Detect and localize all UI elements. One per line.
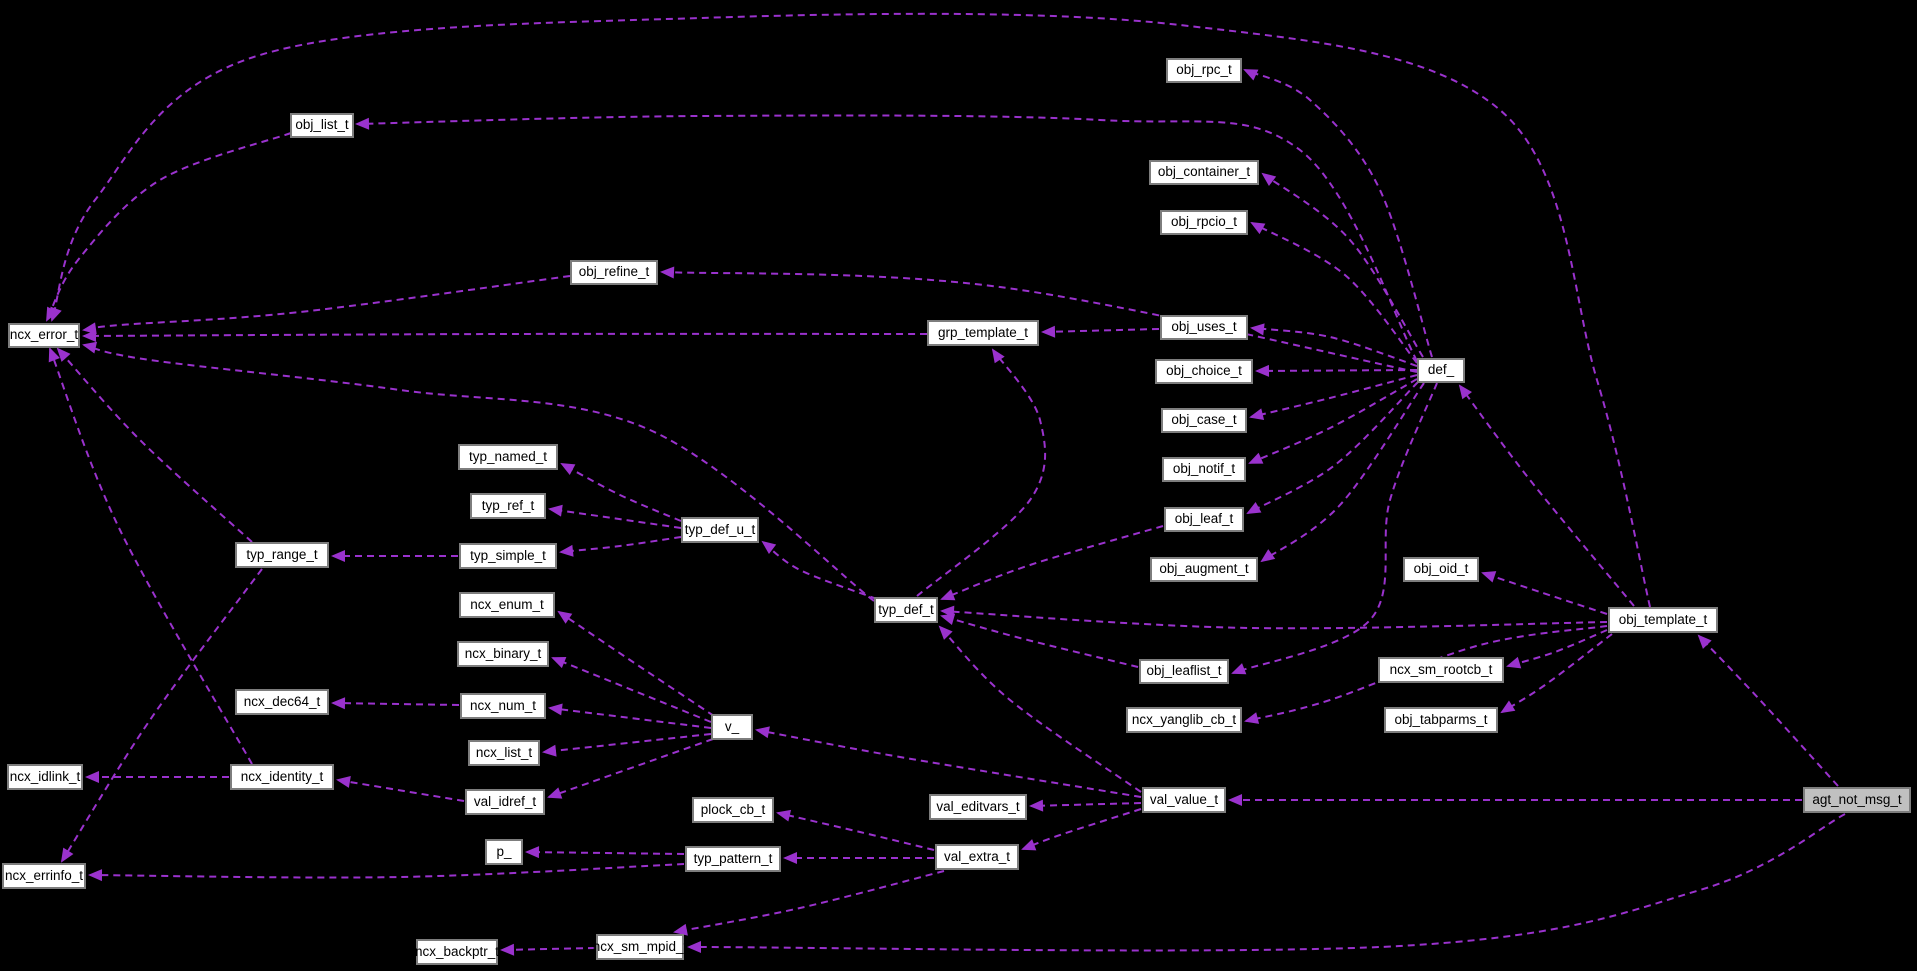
node-obj_rpcio_t[interactable]: obj_rpcio_t xyxy=(1160,209,1248,235)
node-obj_rpc_t[interactable]: obj_rpc_t xyxy=(1166,57,1242,83)
edge-obj_template_t-to-typ_def_t xyxy=(940,605,1608,630)
edge-typ_def_t-to-typ_def_u_t xyxy=(761,540,878,600)
edge-def_-to-obj_choice_t xyxy=(1255,364,1418,377)
edge-def_-to-obj_leaflist_t xyxy=(1231,382,1438,675)
edge-v_-to-ncx_binary_t xyxy=(551,656,712,723)
edge-val_value_t-to-val_editvars_t xyxy=(1029,799,1142,812)
node-agt_not_msg_t[interactable]: agt_not_msg_t xyxy=(1803,787,1911,813)
edge-def_-to-obj_list_t xyxy=(355,114,1418,362)
edge-val_extra_t-to-ncx_sm_mpid_t xyxy=(673,870,945,936)
edge-v_-to-ncx_list_t xyxy=(542,733,712,757)
edge-typ_def_u_t-to-typ_named_t xyxy=(560,463,682,522)
node-val_idref_t[interactable]: val_idref_t xyxy=(465,789,545,815)
edge-obj_leaflist_t-to-typ_def_t xyxy=(940,613,1139,668)
edge-typ_range_t-to-ncx_error_t xyxy=(56,347,253,543)
edge-typ_range_t-to-ncx_errinfo_t xyxy=(60,568,263,863)
edge-agt_not_msg_t-to-ncx_sm_mpid_t xyxy=(687,813,1846,953)
node-ncx_backptr_t[interactable]: ncx_backptr_t xyxy=(415,939,499,965)
node-obj_tabparms_t[interactable]: obj_tabparms_t xyxy=(1384,707,1498,733)
edge-def_-to-obj_refine_t xyxy=(660,266,1418,373)
edge-def_-to-obj_uses_t xyxy=(1250,323,1418,367)
edge-def_-to-obj_augment_t xyxy=(1260,382,1425,563)
node-obj_template_t[interactable]: obj_template_t xyxy=(1608,607,1718,633)
edge-obj_template_t-to-ncx_sm_rootcb_t xyxy=(1506,629,1608,669)
edge-grp_template_t-to-ncx_error_t xyxy=(82,329,928,342)
edge-v_-to-val_idref_t xyxy=(547,738,714,799)
node-obj_case_t[interactable]: obj_case_t xyxy=(1161,407,1247,433)
node-ncx_sm_mpid_t[interactable]: ncx_sm_mpid_t xyxy=(593,934,687,960)
node-typ_pattern_t[interactable]: typ_pattern_t xyxy=(685,846,781,872)
node-obj_notif_t[interactable]: obj_notif_t xyxy=(1162,456,1246,482)
edge-obj_template_t-to-ncx_error_t xyxy=(50,12,1651,608)
edge-val_extra_t-to-plock_cb_t xyxy=(776,809,935,851)
node-obj_leaflist_t[interactable]: obj_leaflist_t xyxy=(1139,658,1229,684)
node-ncx_enum_t[interactable]: ncx_enum_t xyxy=(459,592,555,618)
edge-typ_pattern_t-to-p_ xyxy=(525,846,685,859)
edge-def_-to-obj_rpcio_t xyxy=(1250,222,1418,364)
node-ncx_list_t[interactable]: ncx_list_t xyxy=(468,740,540,766)
node-val_editvars_t[interactable]: val_editvars_t xyxy=(929,794,1027,820)
node-typ_simple_t[interactable]: typ_simple_t xyxy=(459,543,557,569)
edge-obj_list_t-to-ncx_error_t xyxy=(46,132,292,322)
node-typ_def_t[interactable]: typ_def_t xyxy=(874,597,938,623)
node-val_extra_t[interactable]: val_extra_t xyxy=(935,844,1019,870)
node-typ_range_t[interactable]: typ_range_t xyxy=(235,542,329,568)
node-typ_named_t[interactable]: typ_named_t xyxy=(458,444,558,470)
edge-obj_leaf_t-to-typ_def_t xyxy=(940,525,1164,601)
edge-def_-to-obj_notif_t xyxy=(1248,378,1418,464)
edge-def_-to-obj_rpc_t xyxy=(1243,69,1433,358)
edge-def_-to-obj_case_t xyxy=(1249,374,1418,421)
node-obj_refine_t[interactable]: obj_refine_t xyxy=(570,259,658,285)
node-typ_ref_t[interactable]: typ_ref_t xyxy=(470,493,546,519)
node-obj_container_t[interactable]: obj_container_t xyxy=(1149,159,1259,185)
edge-typ_def_t-to-ncx_error_t xyxy=(82,341,875,602)
edge-v_-to-ncx_enum_t xyxy=(557,610,715,717)
node-ncx_error_t[interactable]: ncx_error_t xyxy=(8,322,80,348)
edge-typ_pattern_t-to-ncx_errinfo_t xyxy=(88,863,685,882)
edge-obj_template_t-to-obj_oid_t xyxy=(1481,571,1608,615)
edge-val_value_t-to-typ_def_t xyxy=(938,625,1142,793)
node-ncx_idlink_t[interactable]: ncx_idlink_t xyxy=(7,764,83,790)
node-grp_template_t[interactable]: grp_template_t xyxy=(927,320,1039,346)
node-obj_oid_t[interactable]: obj_oid_t xyxy=(1403,556,1479,582)
node-obj_list_t[interactable]: obj_list_t xyxy=(290,112,354,138)
edge-typ_def_u_t-to-typ_simple_t xyxy=(559,536,682,557)
edge-agt_not_msg_t-to-obj_template_t xyxy=(1697,634,1839,787)
node-ncx_dec64_t[interactable]: ncx_dec64_t xyxy=(235,689,329,715)
node-typ_def_u_t[interactable]: typ_def_u_t xyxy=(681,517,759,543)
node-obj_leaf_t[interactable]: obj_leaf_t xyxy=(1164,506,1244,532)
node-v_[interactable]: v_ xyxy=(711,714,753,740)
edge-typ_def_u_t-to-typ_ref_t xyxy=(548,504,682,529)
node-ncx_yanglib_cb_t[interactable]: ncx_yanglib_cb_t xyxy=(1126,707,1242,733)
node-ncx_identity_t[interactable]: ncx_identity_t xyxy=(230,764,334,790)
edge-ncx_num_t-to-ncx_dec64_t xyxy=(331,697,460,710)
node-ncx_sm_rootcb_t[interactable]: ncx_sm_rootcb_t xyxy=(1378,657,1504,683)
edge-def_-to-obj_leaf_t xyxy=(1246,381,1419,514)
edge-val_value_t-to-val_extra_t xyxy=(1021,808,1142,851)
node-obj_augment_t[interactable]: obj_augment_t xyxy=(1150,556,1258,582)
node-def_[interactable]: def_ xyxy=(1417,357,1465,383)
node-obj_choice_t[interactable]: obj_choice_t xyxy=(1155,358,1253,384)
node-p_[interactable]: p_ xyxy=(485,839,523,865)
edge-ncx_identity_t-to-ncx_error_t xyxy=(48,347,253,765)
edge-val_value_t-to-v_ xyxy=(755,726,1142,798)
node-ncx_errinfo_t[interactable]: ncx_errinfo_t xyxy=(2,863,86,889)
edge-def_-to-obj_container_t xyxy=(1261,172,1424,358)
edge-val_idref_t-to-ncx_identity_t xyxy=(336,776,465,802)
edge-obj_template_t-to-obj_tabparms_t xyxy=(1500,633,1613,714)
node-ncx_binary_t[interactable]: ncx_binary_t xyxy=(457,641,549,667)
node-val_value_t[interactable]: val_value_t xyxy=(1142,787,1226,813)
edge-typ_def_t-to-grp_template_t xyxy=(916,348,1047,597)
node-plock_cb_t[interactable]: plock_cb_t xyxy=(692,797,774,823)
edge-ncx_sm_mpid_t-to-ncx_backptr_t xyxy=(500,943,596,956)
edge-obj_refine_t-to-ncx_error_t xyxy=(82,275,571,335)
edge-obj_uses_t-to-grp_template_t xyxy=(1041,325,1160,338)
node-obj_uses_t[interactable]: obj_uses_t xyxy=(1160,314,1248,340)
edge-v_-to-ncx_num_t xyxy=(548,703,712,729)
node-ncx_num_t[interactable]: ncx_num_t xyxy=(460,693,546,719)
